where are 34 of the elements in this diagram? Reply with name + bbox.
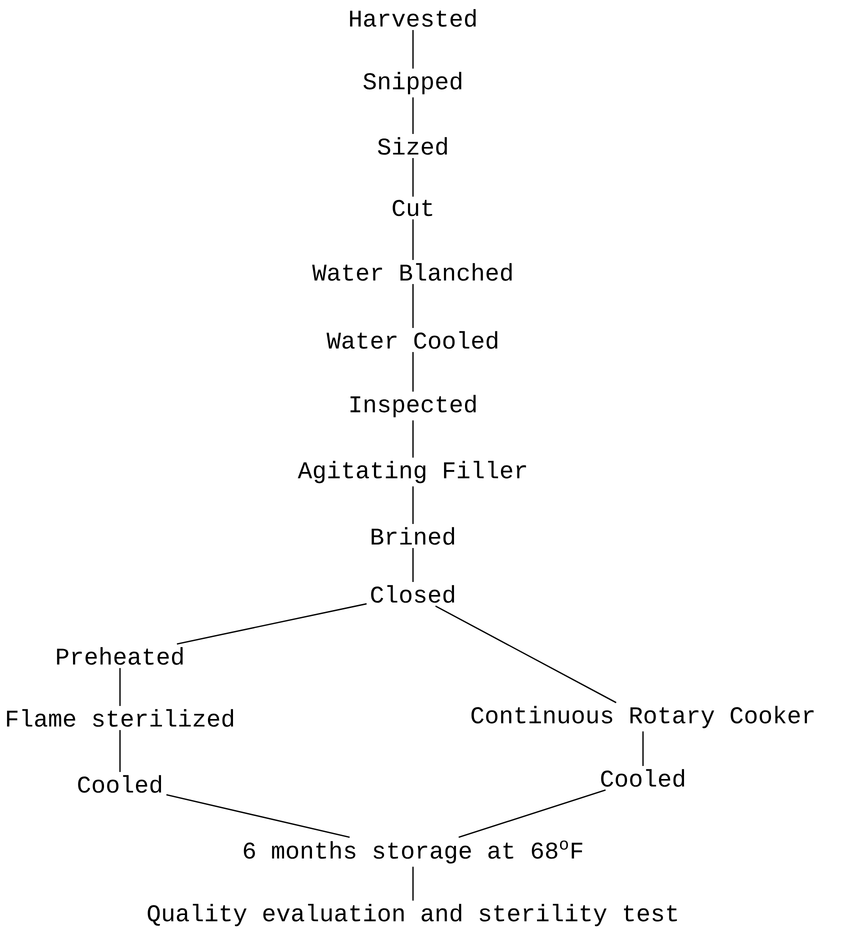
step-label: Cooled — [601, 769, 684, 787]
step-label: Inspected — [350, 394, 476, 418]
step-label: Cut — [392, 200, 432, 216]
connector-line — [176, 603, 367, 645]
step-label: Snipped — [364, 72, 462, 94]
connector-line — [458, 789, 606, 838]
connector-line — [412, 420, 414, 458]
connector-line — [412, 352, 414, 392]
connector-line — [642, 731, 644, 766]
step-label: Quality evaluation and sterility test — [148, 904, 677, 926]
connector-line — [412, 866, 414, 901]
step-label: Water Cooled — [326, 331, 498, 349]
connector-line — [412, 486, 414, 524]
step-label: Flame sterilized — [7, 709, 234, 727]
step-label: Harvested — [350, 9, 476, 27]
connector-line — [435, 605, 616, 704]
connector-line — [412, 284, 414, 328]
step-label: 6 months storage at 68$^{o}$F — [244, 840, 582, 864]
connector-line — [412, 158, 414, 197]
connector-line — [119, 730, 121, 772]
connector-line — [412, 219, 414, 260]
step-label: Closed — [371, 585, 454, 603]
connector-line — [412, 97, 414, 134]
step-label: Sized — [378, 137, 447, 155]
step-label: Preheated — [57, 647, 183, 665]
step-label: Cooled — [78, 775, 162, 793]
connector-line — [119, 668, 121, 706]
step-label: Brined — [372, 527, 454, 545]
connector-line — [412, 30, 414, 69]
step-label: Agitating Filler — [298, 460, 526, 484]
step-label: Continuous Rotary Cooker — [472, 706, 814, 728]
connector-line — [412, 548, 414, 582]
step-label: Water Blanched — [312, 263, 512, 281]
connector-line — [166, 794, 350, 838]
